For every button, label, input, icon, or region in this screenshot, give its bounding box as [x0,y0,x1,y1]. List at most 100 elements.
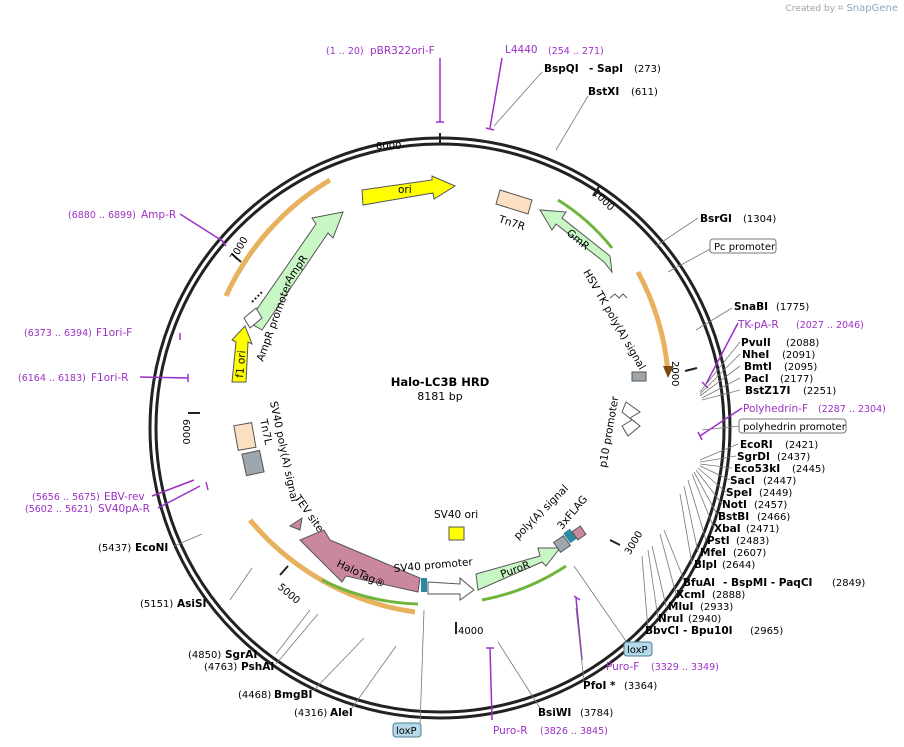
primer-puro-r[interactable]: Puro-R [493,725,528,737]
ori-feature[interactable] [361,175,457,206]
enzyme-xbai[interactable]: XbaI [714,523,741,535]
enzyme-pos-ecori: (2421) [785,440,818,451]
puror-feature[interactable] [475,547,562,591]
tn7r-feature[interactable] [495,189,533,215]
enzyme-bstbi[interactable]: BstBI [718,511,749,523]
primer-puro-f[interactable]: Puro-F [606,661,639,673]
enzyme-bbvci[interactable]: BbvCI [645,625,679,637]
polyhedrin-promoter-box[interactable] [738,418,847,434]
enzyme-mfei[interactable]: MfeI [700,547,726,559]
primer-f1ori-f[interactable]: F1ori-F [96,327,132,339]
enzyme-bspqi[interactable]: BspQI [544,63,579,75]
halotag-feature[interactable] [299,529,421,593]
enzyme-bstz17i[interactable]: BstZ17I [745,385,790,397]
f1-ori-label: f1 ori [234,350,248,378]
enzyme-pos-pfoi: (3364) [624,681,657,692]
enzyme-paci[interactable]: PacI [744,373,769,385]
primer-amp-r[interactable]: Amp-R [141,209,176,221]
ori-label: ori [398,184,412,196]
enzyme-snabi[interactable]: SnaBI [734,301,768,313]
enzyme-pos-bstbi: (2466) [757,512,790,523]
enzyme-nrui[interactable]: NruI [658,613,683,625]
orange-arc-arrowhead [663,366,674,378]
enzyme-pvuii[interactable]: PvuII [741,337,771,349]
enzyme-econi[interactable]: EcoNI [135,542,168,554]
created-by-text: Created by [785,4,836,14]
enzyme-pos-bstz17i: (2251) [803,386,836,397]
primer-polyhedrin-f[interactable]: Polyhedrin-F [743,403,808,415]
p10-promoter-feature[interactable] [621,401,641,437]
enzyme-alei[interactable]: AleI [330,707,353,719]
enzyme-sgrai[interactable]: SgrAI [225,649,257,661]
polya-feature[interactable] [552,534,572,554]
tick-label-4000: 4000 [458,626,483,637]
sv40-polya-feature[interactable] [241,449,265,477]
enzyme-sgrdi[interactable]: SgrDI [737,451,770,463]
enzyme-bmgbi[interactable]: BmgBI [274,689,312,701]
enzyme-pos-sgrai: (4850) [188,650,221,661]
gmr-orange-arc [635,270,671,373]
ampr-feature[interactable] [247,211,344,331]
loxp-marker-right [563,528,577,544]
tev-site-feature[interactable] [288,516,303,531]
enzyme-saci[interactable]: SacI [730,475,755,487]
enzyme-bfuai[interactable]: BfuAI [683,577,715,589]
enzyme-blpi[interactable]: BlpI [694,559,717,571]
enzyme-pos-econi: (5437) [98,543,131,554]
enzyme-xcmi[interactable]: XcmI [676,589,705,601]
hsv-tk-polya-label: HSV TK poly(A) signal [580,268,647,372]
primer-ebv-rev[interactable]: EBV-rev [104,491,145,503]
enzyme-pos-alei: (4316) [294,708,327,719]
sv40-promoter-feature[interactable] [427,576,475,601]
enzyme-ecori[interactable]: EcoRI [740,439,773,451]
enzyme-asisi[interactable]: AsiSI [177,598,206,610]
enzyme-eco53ki[interactable]: Eco53kI [734,463,780,475]
primer-tk-pa-r[interactable]: TK-pA-R [737,319,779,331]
tn7l-feature[interactable] [233,422,257,451]
tick-label-1000: 1000 [590,188,616,214]
enzyme-bmti[interactable]: BmtI [744,361,772,373]
halotag-green-arc [321,578,419,606]
f1-ori-feature[interactable] [231,325,253,383]
loxp-label-right: loxP [627,645,648,656]
enzyme-pfoi[interactable]: PfoI * [583,680,616,692]
enzyme-mlui[interactable]: MluI [668,601,693,613]
gmr-feature[interactable] [539,209,613,274]
ampr-promoter-feature[interactable] [243,307,263,329]
enzyme-pos-bspqi: (273) [634,64,661,75]
enzyme-bspmi-paqci[interactable]: - BspMI - PaqCI [723,577,812,589]
enzyme-bstxi[interactable]: BstXI [588,86,619,98]
tn7r-label: Tn7R [496,213,526,233]
enzyme-nhei[interactable]: NheI [742,349,769,361]
enzyme-psti[interactable]: PstI [707,535,730,547]
enzyme-bsrgi[interactable]: BsrGI [700,213,732,225]
sv40-polya-label: SV40 poly(A) signal [267,400,300,503]
primer-range-tk-pa-r: (2027 .. 2046) [796,320,864,331]
enzyme-sapi[interactable]: - SapI [589,63,623,75]
primer-sv40pa-r[interactable]: SV40pA-R [98,503,150,515]
primer-range-f1ori-r: (6164 .. 6183) [18,373,86,384]
primer-f1ori-r[interactable]: F1ori-R [91,372,128,384]
enzyme-spei[interactable]: SpeI [726,487,752,499]
enzyme-pos-xcmi: (2888) [712,590,745,601]
sv40-ori-feature[interactable] [448,526,465,541]
enzyme-pos-bsiwi: (3784) [580,708,613,719]
loxp-box-bottom[interactable] [392,722,422,738]
loxp-box-right[interactable] [623,641,653,657]
polya-small-box [631,371,647,382]
sv40-ori-label: SV40 ori [434,509,478,521]
primer-pbr322ori-f[interactable]: pBR322ori-F [370,45,435,57]
primer-l4440[interactable]: L4440 [505,44,538,56]
enzyme-bpu10i[interactable]: - Bpu10I [683,625,733,637]
3xflag-feature[interactable] [571,525,587,541]
primer-range-pbr322ori-f: (1 .. 20) [326,46,364,57]
enzyme-pshai[interactable]: PshAI [241,661,274,673]
enzyme-noti[interactable]: NotI [722,499,747,511]
enzyme-bsiwi[interactable]: BsiWI [538,707,571,719]
primer-range-polyhedrin-f: (2287 .. 2304) [818,404,886,415]
primer-range-l4440: (254 .. 271) [548,46,604,57]
tick-label-3000: 3000 [623,529,645,557]
pc-promoter-box[interactable] [709,238,777,254]
enzyme-pos-pshai: (4763) [204,662,237,673]
